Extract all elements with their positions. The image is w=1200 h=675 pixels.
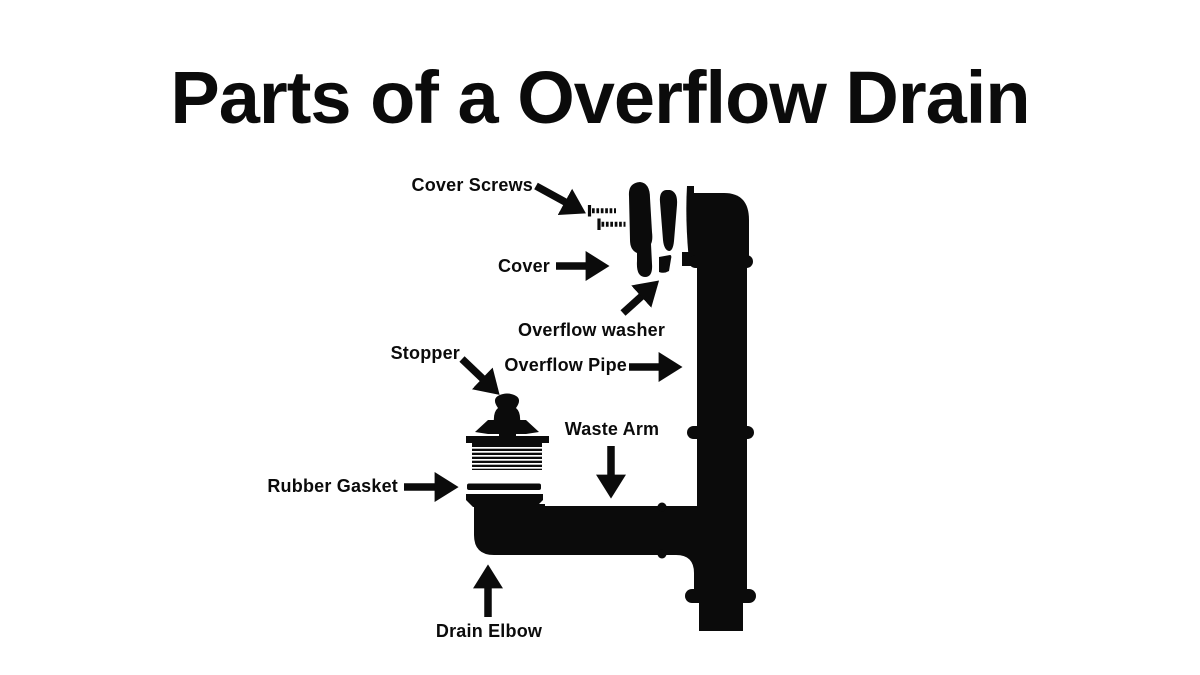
overflow-washer-part xyxy=(659,190,678,251)
stopper-threaded-body xyxy=(472,443,542,470)
stopper-arrow-icon xyxy=(459,356,500,395)
label-cover-screws: Cover Screws xyxy=(411,175,533,195)
page-title: Parts of a Overflow Drain xyxy=(170,56,1030,139)
label-overflow-washer: Overflow washer xyxy=(518,320,666,340)
cover-screw-icon xyxy=(590,205,617,217)
overflow-pipe-part xyxy=(697,261,747,511)
rubber-gasket-part xyxy=(467,483,541,490)
label-waste-arm: Waste Arm xyxy=(564,419,660,439)
tee-junction-pipe xyxy=(694,511,747,591)
label-drain-elbow: Drain Elbow xyxy=(435,621,543,641)
label-cover: Cover xyxy=(497,256,550,276)
cover-part xyxy=(628,182,653,277)
drain-elbow-part xyxy=(474,504,545,555)
label-rubber-gasket: Rubber Gasket xyxy=(267,476,398,496)
stopper-stem xyxy=(499,420,516,438)
cover-screw-icon xyxy=(599,219,626,231)
overflow-elbow-part xyxy=(693,193,749,261)
cover-screws-arrow-icon xyxy=(534,182,586,215)
waste-arm-joint-bump-top xyxy=(657,502,667,512)
tee-junction-fillet xyxy=(676,555,694,573)
waste-arm-joint-bump-bottom xyxy=(657,549,667,559)
overflow-washer-arrow-icon xyxy=(620,280,660,316)
drain-elbow-flange xyxy=(466,494,543,507)
coupling-mid xyxy=(687,426,754,439)
label-stopper: Stopper xyxy=(390,343,460,363)
stopper-plate xyxy=(466,436,549,443)
overflow-elbow-flange xyxy=(686,186,694,261)
label-overflow-pipe: Overflow Pipe xyxy=(504,355,627,375)
tailpiece-part xyxy=(699,599,743,631)
stopper-knob xyxy=(493,393,521,427)
overflow-washer-lower-part xyxy=(659,255,672,273)
